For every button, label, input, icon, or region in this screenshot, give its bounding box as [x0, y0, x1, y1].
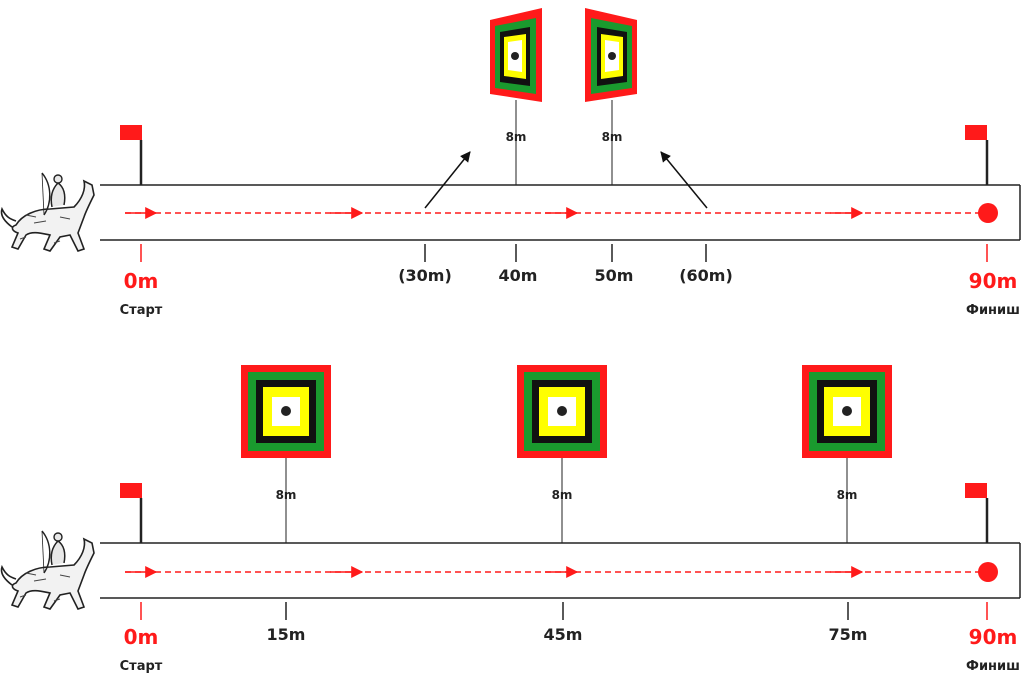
target-offset-label: 8m [602, 130, 623, 144]
horse-archer-icon [0, 172, 95, 252]
finish-distance: 90m [969, 625, 1018, 649]
finish-flag-icon [965, 125, 989, 185]
finish-flag-icon [965, 483, 989, 543]
start-distance: 0m [124, 625, 159, 649]
target-angled-right [585, 8, 637, 102]
skull-icon [557, 406, 567, 416]
marker-label: 40m [499, 266, 538, 285]
course-b: 8m 8m 8m 0m Старт 90m Финиш 15m 45m 75m [0, 365, 1021, 674]
target-square [517, 365, 607, 458]
skull-icon [511, 52, 519, 60]
start-flag-icon [120, 483, 143, 543]
marker-label: 15m [267, 625, 306, 644]
finish-dot-icon [978, 203, 998, 223]
horse-archer-icon [0, 530, 95, 610]
target-offset-label: 8m [276, 488, 297, 502]
start-flag-icon [120, 125, 143, 185]
target-offset-label: 8m [552, 488, 573, 502]
finish-dot-icon [978, 562, 998, 582]
finish-label: Финиш [966, 659, 1020, 674]
start-label: Старт [120, 659, 163, 674]
target-offset-label: 8m [506, 130, 527, 144]
marker-label: (60m) [679, 266, 733, 285]
marker-label: 45m [544, 625, 583, 644]
skull-icon [281, 406, 291, 416]
start-distance: 0m [124, 269, 159, 293]
shot-arrow [660, 151, 708, 209]
marker-label: 50m [595, 266, 634, 285]
skull-icon [842, 406, 852, 416]
marker-label: 75m [829, 625, 868, 644]
finish-label: Финиш [966, 303, 1020, 318]
start-label: Старт [120, 303, 163, 318]
marker-label: (30m) [398, 266, 452, 285]
shot-arrow [424, 151, 471, 209]
course-a: 8m 8m 0m Старт 90m Финиш (30m) 40m 50m (… [0, 8, 1021, 318]
target-square [241, 365, 331, 458]
target-angled-left [490, 8, 542, 102]
skull-icon [608, 52, 616, 60]
target-square [802, 365, 892, 458]
finish-distance: 90m [969, 269, 1018, 293]
target-offset-label: 8m [837, 488, 858, 502]
